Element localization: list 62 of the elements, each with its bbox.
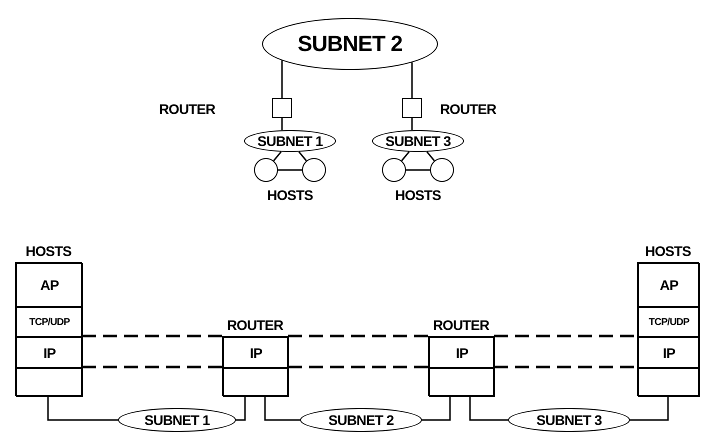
host-circle: [382, 158, 406, 182]
connector-line: [298, 151, 307, 162]
router-box: [272, 98, 292, 118]
stack-heading: ROUTER: [226, 317, 284, 333]
layer-box: [16, 337, 83, 368]
stack-heading: HOSTS: [644, 243, 692, 259]
text-label: HOSTS: [267, 187, 313, 203]
layer-box: [638, 263, 700, 307]
layer-label: AP: [40, 277, 59, 293]
dashed-line: [494, 334, 637, 338]
connector-line: [401, 151, 410, 162]
layer-label: TCP/UDP: [648, 316, 690, 328]
connector-line: [278, 169, 302, 171]
subnet-label: SUBNET 1: [144, 412, 210, 428]
connector-line: [281, 118, 283, 130]
subnet-label: SUBNET 2: [328, 412, 394, 428]
layer-box: [429, 368, 495, 397]
connector-line: [422, 396, 451, 421]
stack-heading: HOSTS: [24, 243, 72, 259]
layer-label: TCP/UDP: [29, 316, 70, 328]
text-label: ROUTER: [158, 101, 216, 117]
layer-label: AP: [660, 277, 678, 293]
connector-line: [236, 396, 246, 421]
layer-box: [223, 368, 289, 397]
stack-heading: ROUTER: [432, 317, 490, 333]
connector-line: [273, 151, 282, 162]
connector-line: [411, 62, 413, 98]
layer-box: [638, 337, 700, 368]
subnet-label: SUBNET 1: [257, 133, 323, 149]
dashed-line: [288, 334, 428, 338]
layer-box: [638, 368, 700, 397]
text-label: HOSTS: [395, 187, 441, 203]
dashed-line: [82, 366, 222, 368]
connector-line: [406, 169, 430, 171]
layer-label: IP: [662, 344, 676, 360]
dashed-line: [494, 366, 637, 368]
subnet-label: SUBNET 2: [298, 31, 402, 57]
layer-label: IP: [250, 344, 262, 360]
layer-box: [429, 337, 495, 368]
subnet-label: SUBNET 3: [385, 133, 451, 149]
subnet-label: SUBNET 3: [536, 412, 602, 428]
connector-line: [469, 396, 508, 421]
connector-line: [47, 396, 118, 421]
layer-label: IP: [456, 344, 468, 360]
connector-line: [281, 60, 283, 98]
connector-line: [264, 396, 300, 421]
layer-box: [16, 263, 83, 307]
host-circle: [254, 158, 278, 182]
connector-line: [630, 396, 669, 421]
connector-line: [426, 151, 435, 162]
dashed-line: [288, 366, 428, 368]
layer-label: IP: [43, 344, 56, 360]
connector-line: [411, 118, 413, 130]
host-circle: [430, 158, 454, 182]
layer-box: [638, 307, 700, 337]
router-box: [402, 98, 422, 118]
text-label: ROUTER: [440, 101, 496, 117]
dashed-line: [82, 334, 222, 338]
layer-box: [16, 368, 83, 397]
layer-box: [223, 337, 289, 368]
host-circle: [302, 158, 326, 182]
layer-box: [16, 307, 83, 337]
